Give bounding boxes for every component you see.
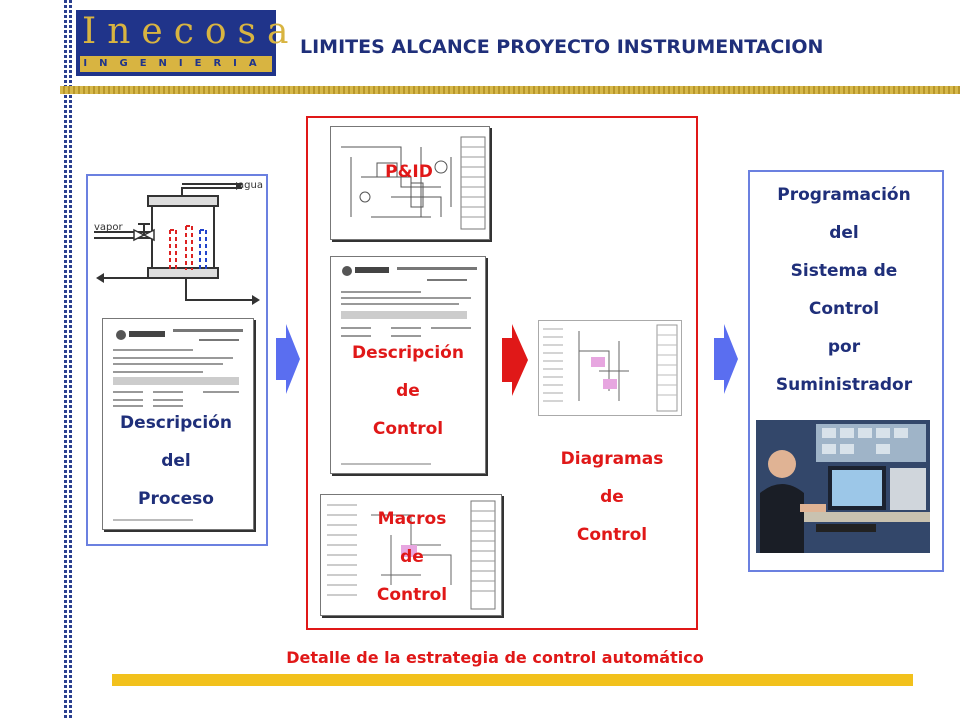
process-label-line-3: Proceso [138, 489, 214, 509]
logo-subtitle: INGENIERIA [80, 56, 272, 72]
company-logo: Inecosa INGENIERIA [76, 10, 300, 76]
control-doc-thumbnail [341, 266, 477, 465]
system-programming-line-4: Control [808, 299, 880, 319]
control-diagram [538, 320, 682, 416]
control-room-photo [756, 420, 930, 553]
macros-line-1: Macros [377, 509, 447, 529]
control-room-illustration [756, 420, 930, 553]
left-rule-1 [64, 0, 67, 720]
system-programming-line-1: Programación [777, 185, 911, 205]
macros-thumbnail [327, 500, 496, 610]
control-diagrams-line-1: Diagramas [560, 449, 664, 469]
system-programming-label: Programación del Sistema de Control por … [748, 176, 940, 404]
process-label-line-1: Descripción [120, 413, 232, 433]
system-programming-line-6: Suministrador [775, 375, 913, 395]
pid-drawing [330, 126, 490, 240]
control-definition-panel [306, 116, 698, 630]
steam-label: vapor [94, 222, 123, 233]
process-label: Descripción del Proceso [96, 404, 256, 518]
left-rule-2 [69, 0, 72, 720]
water-label: agua [238, 180, 263, 191]
system-programming-line-3: Sistema de [790, 261, 898, 281]
process-label-line-2: del [161, 451, 191, 471]
logo-wordmark: Inecosa [82, 11, 300, 52]
pid-label: P&ID [385, 162, 433, 182]
page-title: LIMITES ALCANCE PROYECTO INSTRUMENTACION [300, 36, 824, 58]
control-diagrams-line-3: Control [576, 525, 648, 545]
control-diagrams-line-2: de [600, 487, 624, 507]
control-description-line-2: de [396, 381, 420, 401]
footer-caption: Detalle de la estrategia de control auto… [286, 648, 704, 667]
document-thumbnail [113, 329, 243, 521]
control-description-document [330, 256, 486, 474]
control-description-line-3: Control [372, 419, 444, 439]
system-programming-line-5: por [827, 337, 861, 357]
pid-thumbnail [341, 136, 486, 230]
control-diagrams-label: Diagramas de Control [532, 440, 692, 554]
control-description-line-1: Descripción [352, 343, 464, 363]
macros-line-3: Control [376, 585, 448, 605]
process-description-document [102, 318, 254, 530]
control-diagram-thumbnail [543, 324, 678, 412]
header-band [60, 86, 960, 94]
heat-exchanger-schematic [94, 182, 260, 305]
macros-drawing [320, 494, 502, 616]
footer-gold-bar [112, 674, 913, 686]
flow-arrow-1 [276, 324, 300, 394]
macros-line-2: de [400, 547, 424, 567]
flow-arrow-2 [714, 324, 738, 394]
system-programming-line-2: del [829, 223, 859, 243]
control-description-label: Descripción de Control [326, 334, 490, 448]
flow-arrow-red [502, 324, 528, 396]
macros-label: Macros de Control [330, 500, 494, 614]
